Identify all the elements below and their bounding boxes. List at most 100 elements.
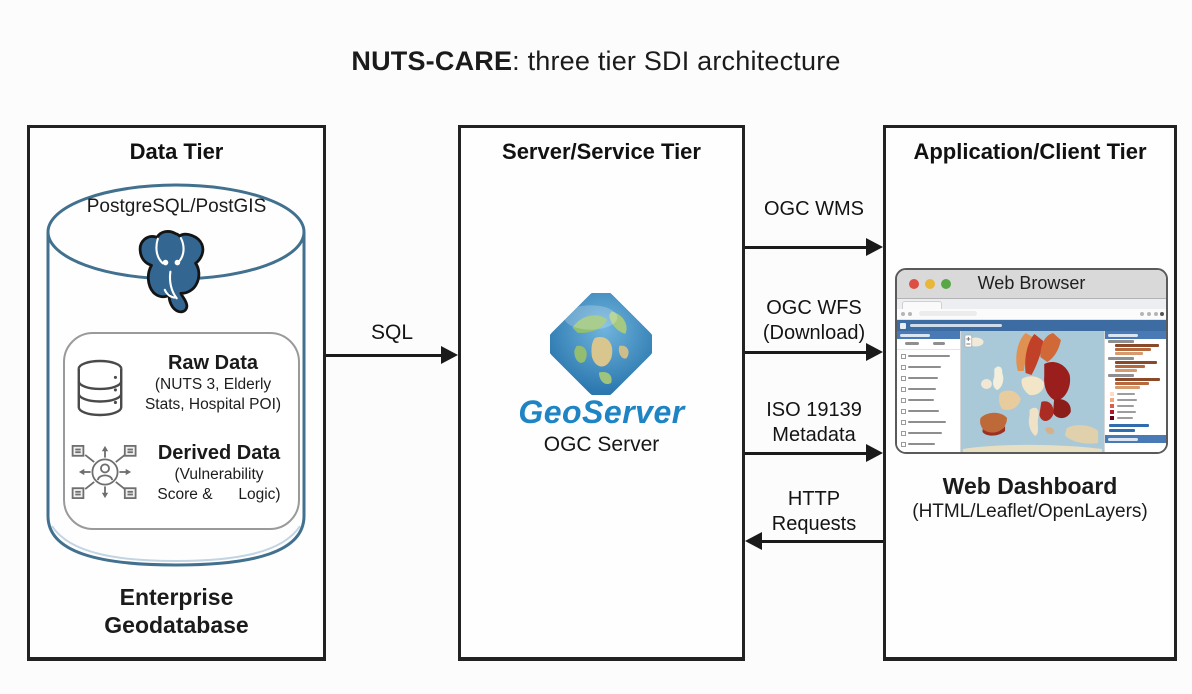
layer-label-stub	[908, 409, 939, 412]
layer-label-stub	[908, 354, 950, 357]
legend-swatch	[1110, 398, 1114, 402]
legend-swatch	[1110, 416, 1114, 420]
layers-panel-tabs	[897, 339, 960, 350]
layer-list-item	[897, 350, 960, 361]
legend-label-stub	[1117, 417, 1133, 419]
derived-data-sub2: Score & Logic)	[157, 486, 281, 503]
wfs-label-line2: (Download)	[762, 322, 866, 344]
wms-arrow-head	[866, 238, 883, 256]
layer-label-stub	[908, 420, 946, 423]
mini-app-header	[897, 320, 1166, 331]
mini-bar-chart	[1105, 373, 1166, 390]
data-contents-box: Raw Data (NUTS 3, Elderly Stats, Hospita…	[63, 332, 300, 530]
derived-data-text: Derived Data (Vulnerability Score & Logi…	[141, 442, 297, 505]
http-arrow-label: HTTP Requests	[745, 487, 883, 537]
http-arrow-line	[760, 540, 883, 543]
browser-window: Web Browser	[895, 268, 1168, 454]
charts-panel	[1104, 331, 1166, 452]
layer-list-item	[897, 405, 960, 416]
nav-dot-icon	[1147, 312, 1151, 316]
legend-label-stub	[1117, 411, 1136, 413]
layer-list-item	[897, 394, 960, 405]
panel-links	[1105, 423, 1166, 435]
metadata-arrow-label: ISO 19139 Metadata	[745, 398, 883, 448]
browser-body	[897, 299, 1166, 452]
chart-bar	[1115, 348, 1151, 351]
chart-bar	[1115, 382, 1149, 385]
wfs-arrow-line	[745, 351, 867, 354]
metadata-arrow-line	[745, 452, 867, 455]
app-logo-chip	[900, 323, 906, 329]
geoserver-globe-icon	[550, 293, 652, 395]
wfs-arrow-label: OGC WFS (Download)	[745, 296, 883, 346]
wms-label-line: OGC WMS	[764, 198, 864, 220]
checkbox-icon	[901, 409, 906, 414]
checkbox-icon	[901, 398, 906, 403]
chart-bar	[1115, 344, 1159, 347]
dashboard-body	[897, 331, 1166, 452]
chart-label-stub	[1108, 340, 1134, 343]
person-network-icon	[71, 445, 137, 500]
panel-header-stub	[1108, 437, 1138, 441]
layer-list-item	[897, 361, 960, 372]
chart-bar	[1115, 361, 1157, 364]
wfs-arrow-head	[866, 343, 883, 361]
caption-line-1: Enterprise	[119, 584, 234, 610]
legend-swatch	[1110, 410, 1114, 414]
menu-dot-icon	[1160, 312, 1164, 316]
chart-label-stub	[1108, 357, 1134, 360]
mini-tab-strip	[897, 299, 1166, 309]
derived-data-title: Derived Data	[157, 442, 281, 464]
tab-stub	[933, 342, 945, 345]
metadata-label-line2: Metadata	[772, 424, 856, 446]
geoserver-wordmark: GeoServer	[518, 394, 685, 430]
layer-label-stub	[908, 376, 938, 379]
sql-arrow-head	[441, 346, 458, 364]
europe-choropleth-map	[961, 331, 1104, 452]
browser-title: Web Browser	[977, 273, 1086, 293]
link-stub	[1109, 429, 1135, 432]
http-label-line2: Requests	[771, 513, 857, 535]
checkbox-icon	[901, 420, 906, 425]
chart-bar	[1115, 352, 1143, 355]
web-dashboard-subcaption: (HTML/Leaflet/OpenLayers)	[912, 501, 1148, 522]
nav-dot-icon	[1154, 312, 1158, 316]
wms-arrow-label: OGC WMS	[745, 197, 883, 222]
http-arrow-head	[745, 532, 762, 550]
layers-panel-header	[897, 331, 960, 339]
layer-label-stub	[908, 442, 935, 445]
web-dashboard-caption: Web Dashboard	[942, 473, 1118, 499]
layer-list-item	[897, 416, 960, 427]
link-stub	[1109, 424, 1149, 427]
geodatabase-cylinder	[46, 183, 306, 567]
wms-arrow-line	[745, 246, 867, 249]
traffic-light-yellow-icon	[925, 279, 935, 289]
metadata-arrow-head	[866, 444, 883, 462]
client-tier-heading: Application/Client Tier	[913, 139, 1147, 164]
layer-label-stub	[908, 387, 936, 390]
map-legend	[1105, 390, 1166, 423]
data-tier-box: Data Tier PostgreSQL/PostGIS	[27, 125, 326, 661]
layer-label-stub	[908, 398, 934, 401]
mini-bar-chart	[1105, 356, 1166, 373]
chart-bar	[1115, 386, 1140, 389]
http-label-line1: HTTP	[787, 488, 841, 510]
legend-swatch	[1110, 392, 1114, 396]
diagram-title-product: NUTS-CARE	[351, 46, 513, 76]
layer-list-item	[897, 427, 960, 438]
server-tier-box: Server/Service Tier	[458, 125, 745, 661]
diagram-title-suffix: : three tier SDI architecture	[512, 46, 841, 76]
ogc-server-caption: OGC Server	[543, 433, 660, 456]
postgresql-elephant-icon	[138, 230, 205, 314]
sql-arrow-line	[326, 354, 442, 357]
checkbox-icon	[901, 431, 906, 436]
diagram-title: NUTS-CARE: three tier SDI architecture	[0, 46, 1192, 77]
app-title-stub	[910, 324, 1002, 327]
chart-bar	[1115, 378, 1160, 381]
mini-tab	[902, 301, 942, 309]
layer-label-stub	[908, 431, 942, 434]
back-icon	[901, 312, 905, 316]
charts-panel-header	[1105, 331, 1166, 339]
checkbox-icon	[901, 442, 906, 447]
